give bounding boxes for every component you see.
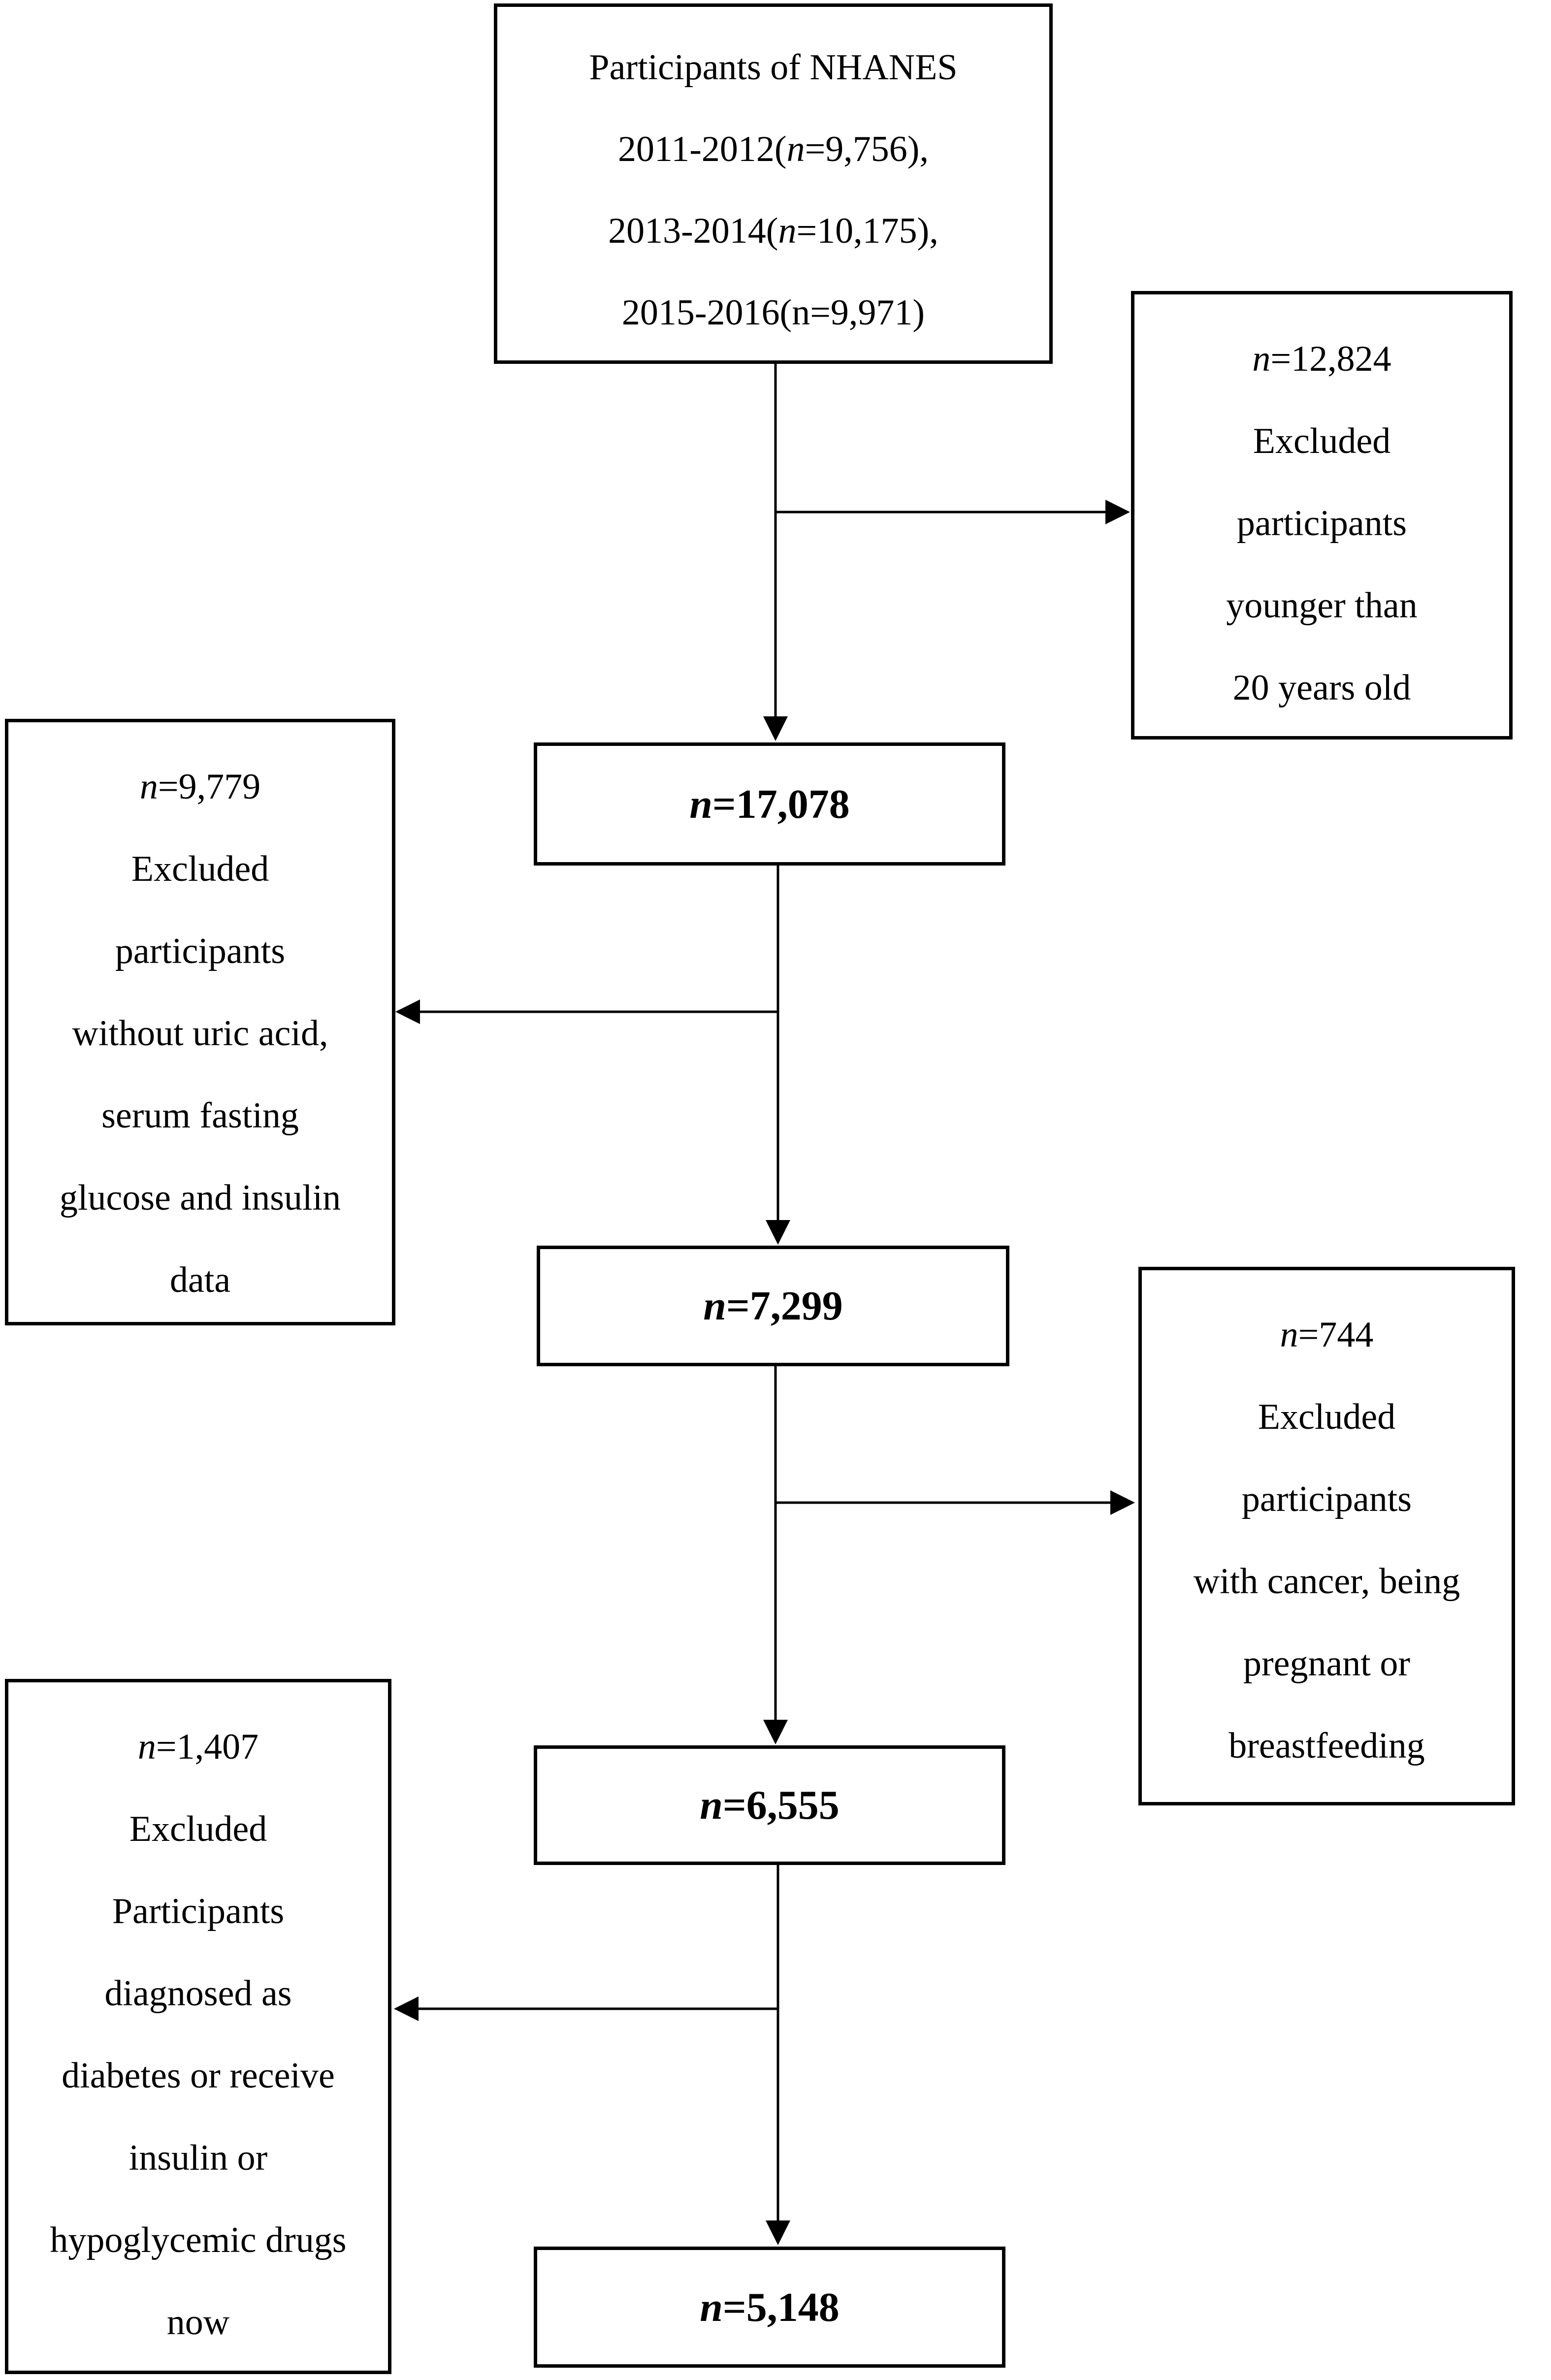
- source-box: Participants of NHANES 2011-2012(n=9,756…: [494, 3, 1053, 364]
- step-box-1: n=17,078: [534, 742, 1005, 866]
- exclusion-line: participants: [1236, 503, 1407, 544]
- exclusion-box-cancer-pregnancy: n=744 Excluded participants with cancer,…: [1138, 1267, 1515, 1805]
- exclusion-line: Participants: [112, 1891, 285, 1931]
- exclusion-count: n=12,824: [1252, 339, 1391, 379]
- step-box-4: n=5,148: [534, 2247, 1005, 2368]
- exclusion-line: pregnant or: [1243, 1643, 1411, 1684]
- step-count: n=7,299: [703, 1283, 843, 1329]
- step-count: n=5,148: [700, 2284, 840, 2330]
- exclusion-line: younger than: [1226, 585, 1418, 626]
- source-line-2: 2011-2012(n=9,756),: [618, 129, 929, 169]
- source-line-1: Participants of NHANES: [589, 47, 958, 88]
- exclusion-line: glucose and insulin: [59, 1178, 341, 1218]
- exclusion-box-diabetes: n=1,407 Excluded Participants diagnosed …: [5, 1679, 391, 2374]
- step-box-2: n=7,299: [537, 1246, 1009, 1366]
- step-count: n=17,078: [689, 781, 850, 827]
- exclusion-line: without uric acid,: [72, 1013, 328, 1054]
- step-box-3: n=6,555: [534, 1745, 1005, 1865]
- exclusion-line: Excluded: [1258, 1397, 1396, 1437]
- exclusion-line: diabetes or receive: [62, 2056, 335, 2096]
- exclusion-line: Excluded: [131, 849, 269, 889]
- exclusion-line: Excluded: [1253, 421, 1391, 461]
- exclusion-line: participants: [115, 931, 286, 971]
- exclusion-line: with cancer, being: [1193, 1561, 1460, 1602]
- exclusion-line: breastfeeding: [1228, 1726, 1425, 1766]
- step-count: n=6,555: [700, 1782, 840, 1828]
- source-line-3: 2013-2014(n=10,175),: [608, 211, 938, 251]
- exclusion-line: diagnosed as: [104, 1973, 292, 2014]
- exclusion-line: serum fasting: [101, 1095, 299, 1136]
- exclusion-line: data: [169, 1260, 231, 1300]
- exclusion-box-missing-data: n=9,779 Excluded participants without ur…: [5, 719, 395, 1325]
- exclusion-count: n=744: [1280, 1315, 1374, 1355]
- exclusion-line: insulin or: [129, 2138, 268, 2178]
- exclusion-line: Excluded: [129, 1809, 267, 1849]
- exclusion-count: n=1,407: [137, 1727, 259, 1767]
- exclusion-box-age: n=12,824 Excluded participants younger t…: [1131, 291, 1513, 740]
- exclusion-line: now: [166, 2302, 230, 2343]
- exclusion-line: 20 years old: [1232, 668, 1411, 708]
- exclusion-line: participants: [1241, 1479, 1412, 1519]
- source-line-4: 2015-2016(n=9,971): [621, 292, 925, 333]
- exclusion-line: hypoglycemic drugs: [50, 2220, 347, 2260]
- exclusion-count: n=9,779: [139, 767, 261, 807]
